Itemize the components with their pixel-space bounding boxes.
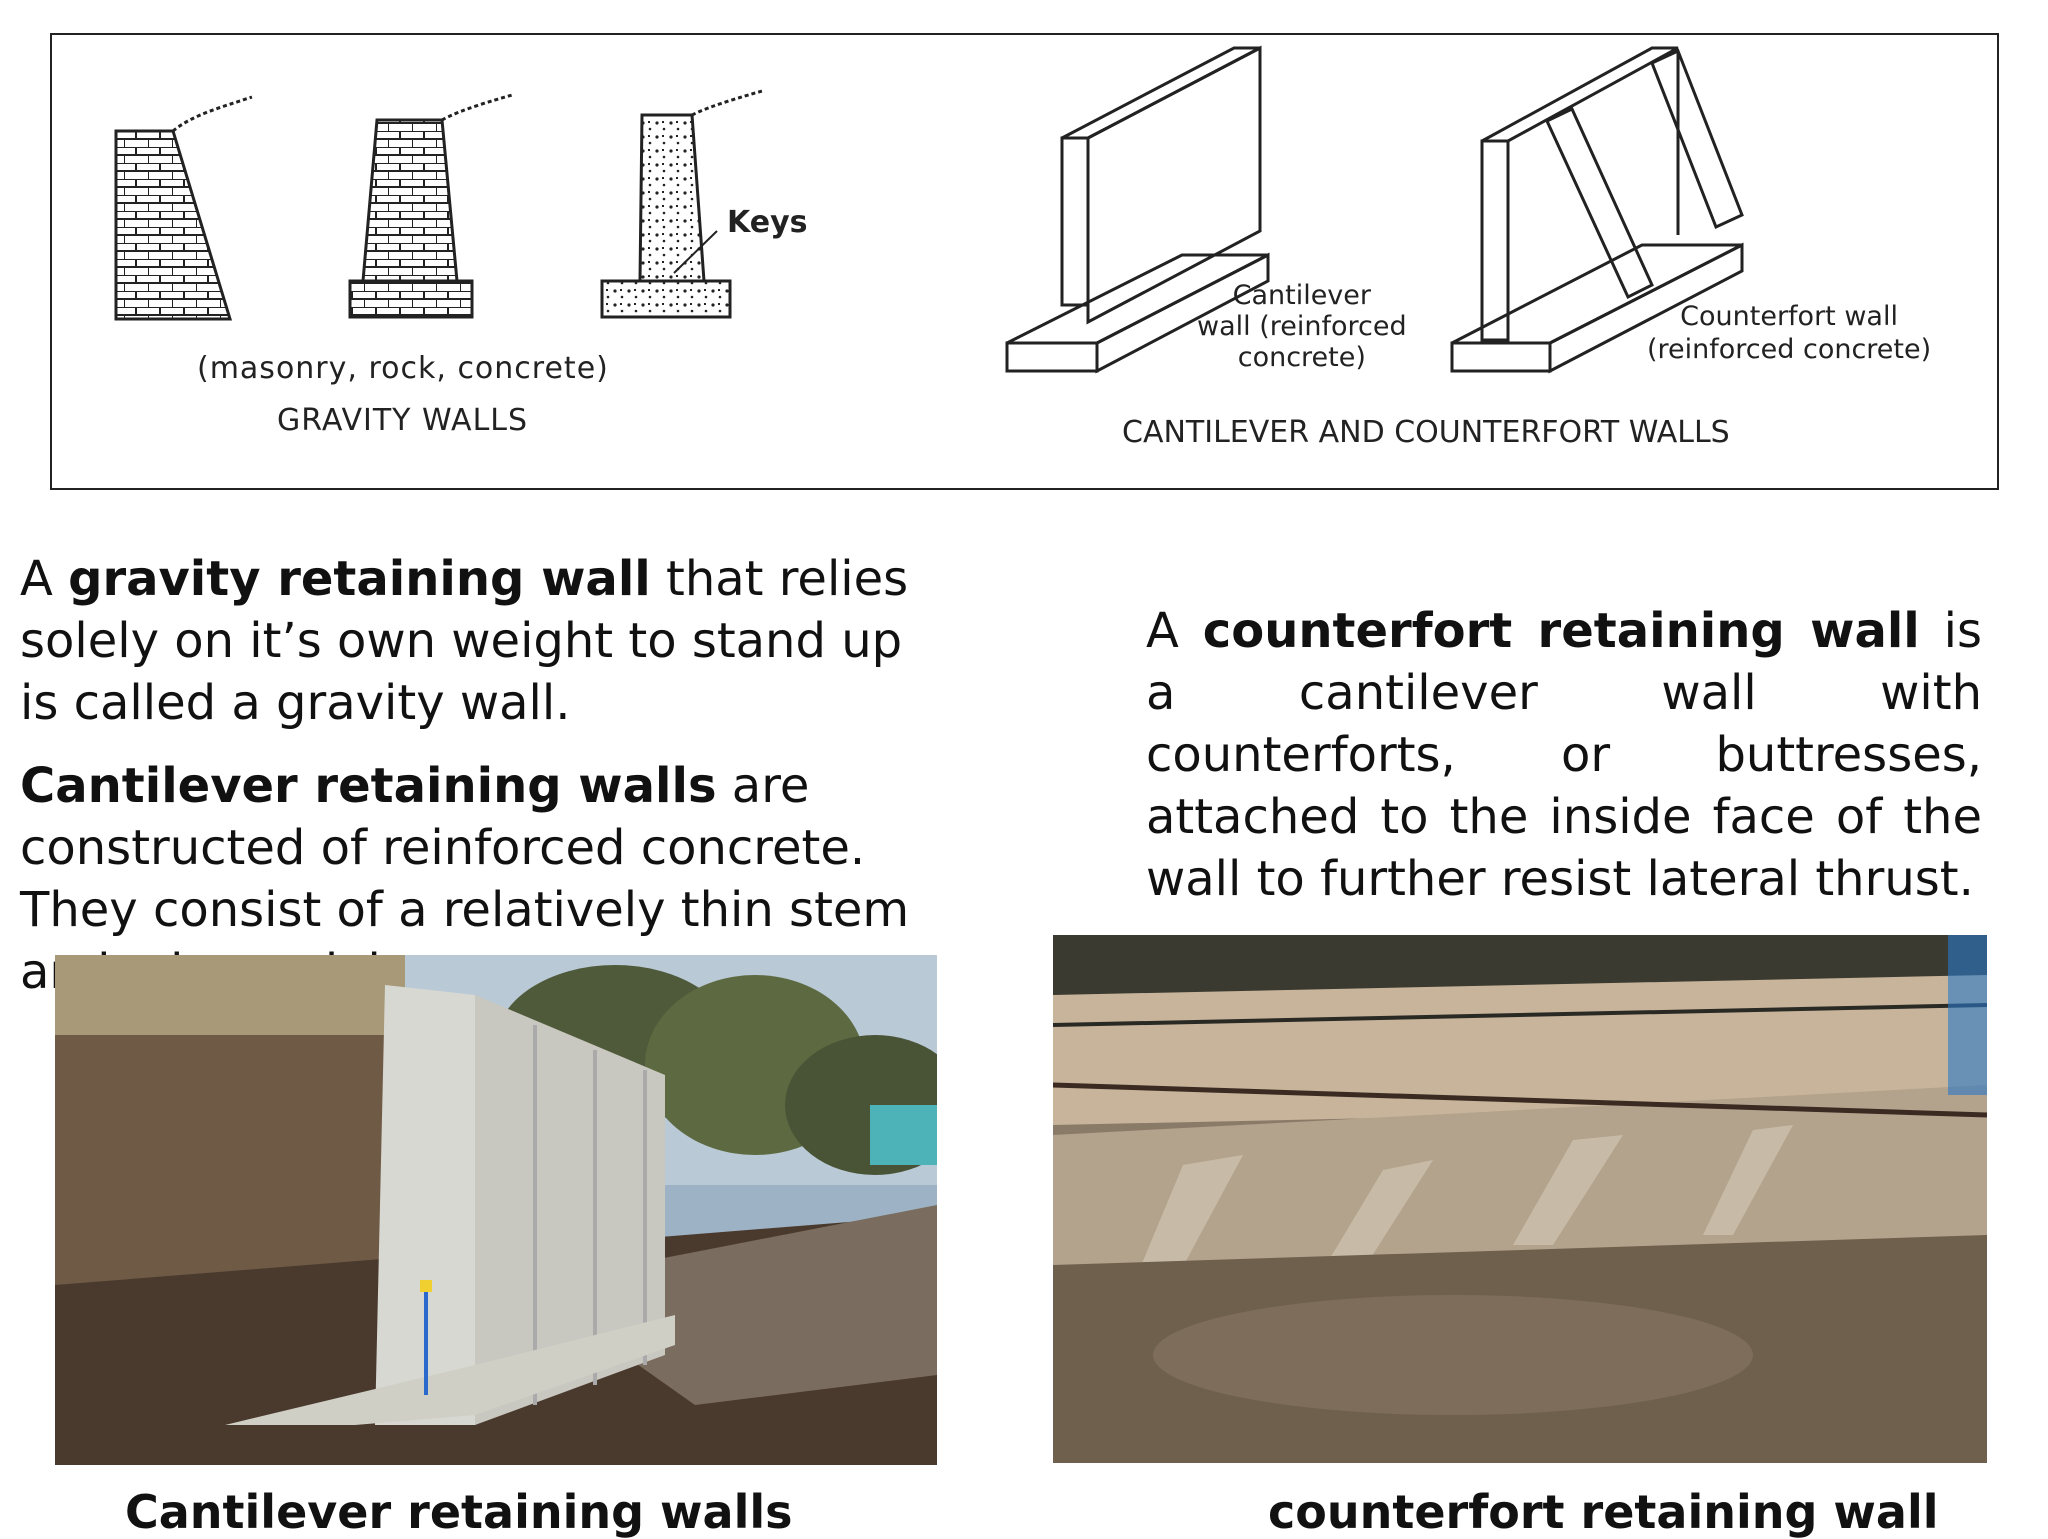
counterfort-photo-caption: counterfort retaining wall xyxy=(1268,1485,1939,1539)
counterfort-pre: A xyxy=(1146,603,1203,659)
cantilever-wall-photo xyxy=(55,955,937,1465)
cantilever-wall-sketch xyxy=(1005,45,1270,374)
cantilever-term: Cantilever retaining walls xyxy=(20,758,717,814)
gravity-materials-label: (masonry, rock, concrete) xyxy=(197,351,609,386)
gravity-wall-paragraph: A gravity retaining wall that relies sol… xyxy=(20,548,950,734)
cantilever-label-line-1: Cantilever xyxy=(1232,280,1371,311)
gravity-pre: A xyxy=(20,551,69,607)
gravity-term: gravity retaining wall xyxy=(68,551,651,607)
cantilever-wall-label: Cantilever wall (reinforced concrete) xyxy=(1197,280,1407,373)
gravity-walls-title: GRAVITY WALLS xyxy=(277,403,529,438)
counterfort-wall-paragraph: A counterfort retaining wall is a cantil… xyxy=(1146,600,1982,910)
cantilever-label-line-2: wall (reinforced xyxy=(1197,311,1407,342)
counterfort-wall-sketch xyxy=(1450,46,1744,374)
counterfort-post: is a cantilever wall with counterforts, … xyxy=(1146,603,1983,907)
cantilever-counterfort-title: CANTILEVER AND COUNTERFORT WALLS xyxy=(1122,415,1730,450)
keys-label: Keys xyxy=(727,205,808,240)
wall-diagrams xyxy=(114,45,1744,374)
retaining-wall-types-diagram: Keys (masonry, rock, concrete) GRAVITY W… xyxy=(50,33,1999,490)
gravity-wall-rock xyxy=(348,93,513,319)
counterfort-wall-label: Counterfort wall (reinforced concrete) xyxy=(1647,300,1931,366)
gravity-wall-masonry xyxy=(114,95,253,321)
cantilever-photo-caption: Cantilever retaining walls xyxy=(125,1485,793,1539)
counterfort-label-line-1: Counterfort wall xyxy=(1680,301,1898,332)
gravity-post: that relies solely on it’s own weight to… xyxy=(20,551,909,731)
cantilever-label-line-3: concrete) xyxy=(1237,342,1366,373)
gravity-wall-concrete xyxy=(600,89,763,319)
counterfort-label-line-2: (reinforced concrete) xyxy=(1647,334,1932,365)
counterfort-wall-photo xyxy=(1053,935,1987,1463)
counterfort-term: counterfort retaining wall xyxy=(1202,603,1920,659)
